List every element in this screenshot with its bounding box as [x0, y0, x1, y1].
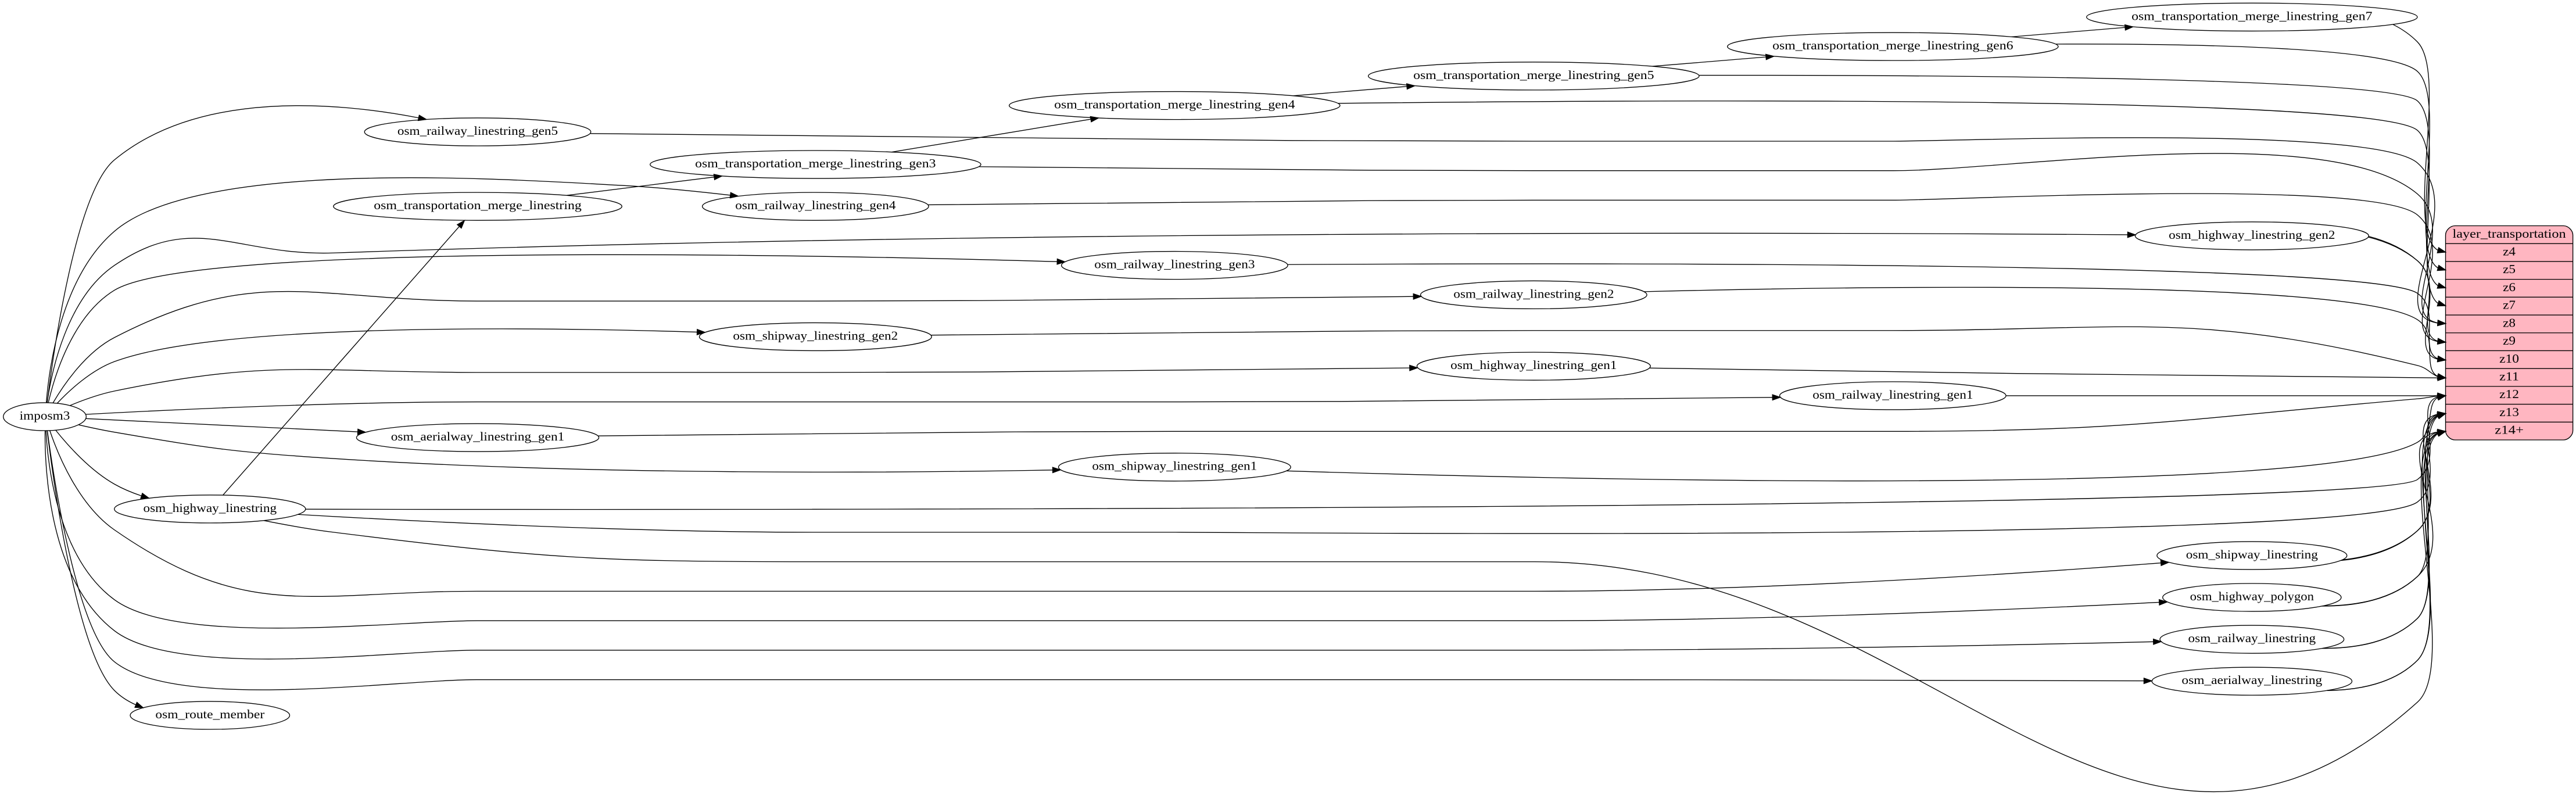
svg-text:z10: z10: [2499, 352, 2519, 366]
svg-text:z7: z7: [2503, 298, 2516, 312]
svg-text:osm_transportation_merge_lines: osm_transportation_merge_linestring: [374, 198, 582, 212]
svg-text:osm_route_member: osm_route_member: [155, 707, 264, 721]
svg-text:osm_railway_linestring_gen3: osm_railway_linestring_gen3: [1094, 257, 1255, 271]
svg-text:z11: z11: [2499, 370, 2519, 384]
svg-text:imposm3: imposm3: [20, 409, 70, 422]
svg-text:osm_railway_linestring_gen1: osm_railway_linestring_gen1: [1812, 388, 1973, 402]
svg-text:osm_railway_linestring_gen5: osm_railway_linestring_gen5: [397, 124, 558, 138]
svg-text:osm_aerialway_linestring_gen1: osm_aerialway_linestring_gen1: [391, 429, 565, 443]
svg-text:osm_aerialway_linestring: osm_aerialway_linestring: [2181, 673, 2322, 687]
svg-text:z13: z13: [2499, 405, 2519, 419]
svg-text:z14+: z14+: [2495, 423, 2524, 437]
svg-text:osm_highway_polygon: osm_highway_polygon: [2190, 589, 2315, 603]
svg-text:osm_highway_linestring_gen1: osm_highway_linestring_gen1: [1450, 358, 1617, 372]
svg-text:layer_transportation: layer_transportation: [2452, 227, 2566, 241]
svg-text:osm_railway_linestring_gen2: osm_railway_linestring_gen2: [1453, 287, 1614, 300]
svg-text:z5: z5: [2503, 262, 2516, 276]
svg-text:osm_transportation_merge_lines: osm_transportation_merge_linestring_gen7: [2131, 9, 2373, 23]
svg-text:osm_transportation_merge_lines: osm_transportation_merge_linestring_gen6: [1772, 38, 2013, 52]
svg-text:osm_transportation_merge_lines: osm_transportation_merge_linestring_gen4: [1054, 98, 1295, 112]
svg-text:osm_shipway_linestring_gen1: osm_shipway_linestring_gen1: [1092, 459, 1257, 473]
svg-text:z12: z12: [2499, 387, 2519, 401]
svg-text:osm_railway_linestring_gen4: osm_railway_linestring_gen4: [735, 198, 896, 212]
svg-text:osm_railway_linestring: osm_railway_linestring: [2188, 631, 2316, 645]
svg-text:z6: z6: [2503, 280, 2516, 294]
svg-text:z9: z9: [2503, 334, 2516, 348]
svg-text:z4: z4: [2503, 245, 2516, 259]
svg-text:osm_highway_linestring_gen2: osm_highway_linestring_gen2: [2169, 228, 2335, 242]
svg-text:osm_transportation_merge_lines: osm_transportation_merge_linestring_gen5: [1413, 68, 1654, 82]
svg-text:osm_shipway_linestring: osm_shipway_linestring: [2186, 547, 2318, 561]
svg-text:osm_transportation_merge_lines: osm_transportation_merge_linestring_gen3: [695, 156, 936, 170]
svg-text:z8: z8: [2503, 316, 2516, 330]
svg-text:osm_shipway_linestring_gen2: osm_shipway_linestring_gen2: [733, 328, 898, 342]
svg-text:osm_highway_linestring: osm_highway_linestring: [143, 501, 277, 515]
